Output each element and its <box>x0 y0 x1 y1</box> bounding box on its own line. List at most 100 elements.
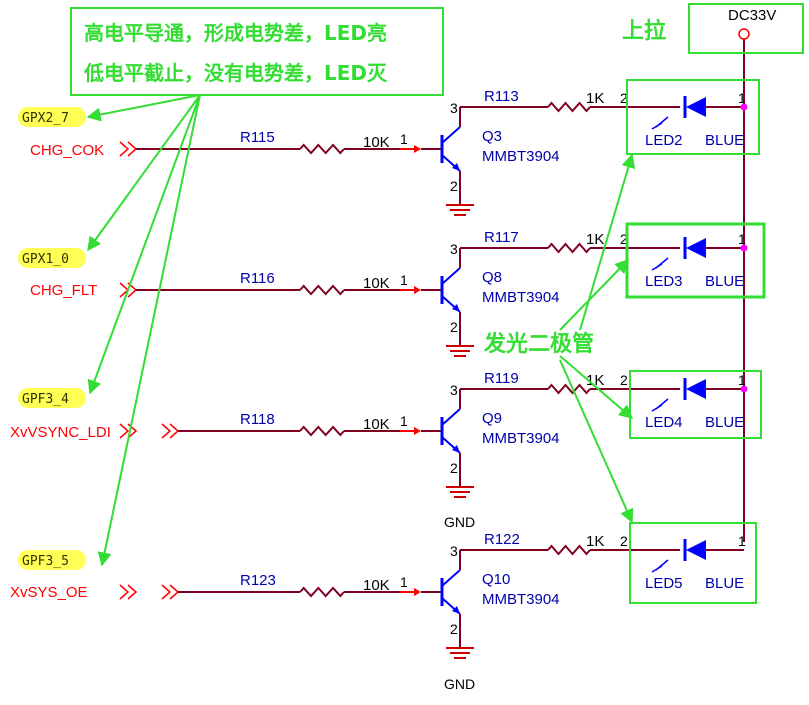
gpio-label: GPF3_4 <box>22 392 69 407</box>
transistor-collector-leg <box>441 408 461 426</box>
annotation-arrow <box>86 94 201 122</box>
net-label: CHG_FLT <box>30 282 97 299</box>
collector-pin-number: 3 <box>450 100 458 116</box>
gpio-label: GPX1_0 <box>22 252 69 267</box>
transistor-ref: Q10 <box>482 571 510 588</box>
transistor-ref: Q9 <box>482 410 502 427</box>
led-cathode-pin-number: 2 <box>620 90 628 106</box>
annotation-arrow <box>97 94 201 567</box>
collector-resistor-ref: R113 <box>484 88 519 105</box>
base-pin-arrow-icon <box>414 588 421 596</box>
collector-resistor-icon <box>547 101 591 113</box>
base-resistor-icon <box>299 586 345 598</box>
led-group-arrow <box>559 359 634 524</box>
note-line-1: 高电平导通，形成电势差，LED亮 <box>84 21 387 45</box>
transistor-emitter-arrow-icon <box>452 445 460 453</box>
collector-pin-number: 3 <box>450 382 458 398</box>
notes-box <box>70 7 444 96</box>
light-emission-icon <box>651 116 669 130</box>
collector-pin-number: 3 <box>450 241 458 257</box>
collector-resistor-value: 1K <box>586 231 604 248</box>
note-line-2: 低电平截止，没有电势差，LED灭 <box>83 61 388 85</box>
led-diode-icon <box>686 238 706 258</box>
net-label: CHG_COK <box>30 142 104 159</box>
collector-resistor-icon <box>547 544 591 556</box>
transistor-emitter-arrow-icon <box>452 606 460 614</box>
led-diode-icon <box>686 379 706 399</box>
transistor-part: MMBT3904 <box>482 591 560 608</box>
led-group-arrow <box>559 258 629 331</box>
collector-resistor-ref: R119 <box>484 370 519 387</box>
power-label: DC33V <box>728 7 776 24</box>
gnd-label-q9: GND <box>444 514 475 530</box>
annotations-layer: 高电平导通，形成电势差，LED亮 低电平截止，没有电势差，LED灭 上拉 DC3… <box>70 3 804 692</box>
transistor-part: MMBT3904 <box>482 430 560 447</box>
gpio-label: GPX2_7 <box>22 111 69 126</box>
base-pin-arrow-icon <box>414 427 421 435</box>
net-port-icon <box>119 141 138 157</box>
transistor-emitter-arrow-icon <box>452 304 460 312</box>
collector-resistor-ref: R122 <box>484 531 520 548</box>
annotation-arrow <box>87 94 201 252</box>
transistor-collector-leg <box>441 267 461 285</box>
net-label: XvVSYNC_LDI <box>10 424 111 441</box>
collector-resistor-ref: R117 <box>484 229 519 246</box>
annotation-arrow <box>87 94 201 395</box>
base-resistor-ref: R118 <box>240 411 275 428</box>
led-cathode-pin-number: 2 <box>620 372 628 388</box>
pullup-label: 上拉 <box>622 18 666 44</box>
base-pin-number: 1 <box>400 574 408 590</box>
arrows-layer <box>86 94 636 567</box>
led-anode-pin-number: 1 <box>738 90 746 106</box>
base-pin-number: 1 <box>400 131 408 147</box>
led-highlight-box <box>626 79 760 155</box>
base-resistor-icon <box>299 425 345 437</box>
emitter-pin-number: 2 <box>450 460 458 476</box>
base-resistor-value: 10K <box>363 577 390 594</box>
base-resistor-icon <box>299 143 345 155</box>
transistor-collector-leg <box>441 569 461 587</box>
base-resistor-ref: R123 <box>240 572 276 589</box>
transistor-ref: Q3 <box>482 128 502 145</box>
led-color: BLUE <box>705 132 744 149</box>
led-group-arrow <box>559 355 634 419</box>
gpio-label: GPF3_5 <box>22 554 69 569</box>
base-resistor-icon <box>299 284 345 296</box>
gpio-tag-gpx2_7 <box>18 107 86 127</box>
led-diode-icon <box>686 97 706 117</box>
led-color: BLUE <box>705 575 744 592</box>
collector-resistor-value: 1K <box>586 533 604 550</box>
rail-junction-icon <box>740 103 748 111</box>
led-anode-pin-number: 1 <box>738 372 746 388</box>
led-anode-pin-number: 1 <box>738 533 746 549</box>
net-port-icon <box>161 584 180 600</box>
collector-resistor-value: 1K <box>586 90 604 107</box>
gnd-label-q10: GND <box>444 676 475 692</box>
net-port-icon <box>119 584 138 600</box>
base-resistor-value: 10K <box>363 275 390 292</box>
base-resistor-value: 10K <box>363 134 390 151</box>
led-cathode-pin-number: 2 <box>620 533 628 549</box>
collector-resistor-icon <box>547 242 591 254</box>
gpio-tag-gpf3_4 <box>18 388 86 408</box>
net-label: XvSYS_OE <box>10 584 88 601</box>
collector-resistor-value: 1K <box>586 372 604 389</box>
base-resistor-value: 10K <box>363 416 390 433</box>
led-color: BLUE <box>705 414 744 431</box>
gpio-tag-gpf3_5 <box>18 550 86 570</box>
transistor-part: MMBT3904 <box>482 289 560 306</box>
led-color: BLUE <box>705 273 744 290</box>
base-pin-arrow-icon <box>414 286 421 294</box>
led-anode-pin-number: 1 <box>738 231 746 247</box>
collector-resistor-icon <box>547 383 591 395</box>
base-resistor-ref: R116 <box>240 270 275 287</box>
transistor-collector-leg <box>441 126 461 144</box>
transistor-ref: Q8 <box>482 269 502 286</box>
led-cathode-pin-number: 2 <box>620 231 628 247</box>
